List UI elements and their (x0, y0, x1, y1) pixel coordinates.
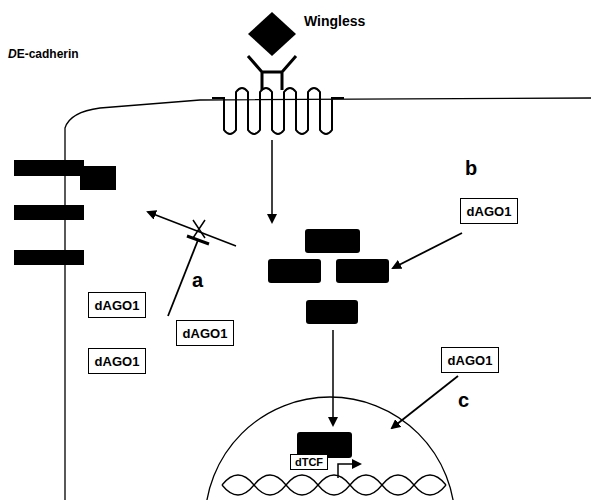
block-cross (193, 220, 205, 238)
protein-box: dAGO1 (460, 198, 518, 224)
nucleus (205, 397, 455, 500)
pathway-letter: a (192, 270, 203, 290)
protein-box: dAGO1 (88, 348, 146, 374)
armadillo-block (306, 300, 358, 324)
node-text: dAGO1 (183, 327, 228, 340)
node-text: dTCF (295, 457, 323, 468)
protein-box: dAGO1 (441, 347, 499, 373)
dna-strand (222, 475, 446, 495)
protein-box: dAGO1 (176, 320, 234, 346)
node-text: dAGO1 (95, 299, 140, 312)
wingless-ligand (248, 12, 296, 56)
transcription-arrow (338, 464, 360, 478)
arrow-b (393, 233, 462, 268)
frizzled-receptor (212, 88, 344, 134)
transcription-factor-box: dTCF (290, 454, 328, 470)
receptor-arms (248, 56, 296, 90)
ligand-label: Wingless (304, 14, 365, 28)
membrane-arrow (148, 212, 236, 246)
pathway-letter: b (465, 158, 477, 178)
signal-arrow (271, 140, 273, 222)
node-text: dAGO1 (448, 354, 493, 367)
pathway-letter: c (458, 390, 469, 410)
cadherin-label: DE-cadherin (8, 48, 79, 60)
nuclear-arrow (332, 330, 334, 425)
node-text: dAGO1 (467, 205, 512, 218)
cadherin-bar (14, 250, 84, 265)
armadillo-block (336, 259, 389, 283)
inhibition-bar (187, 236, 209, 244)
armadillo-block (268, 259, 321, 283)
cell-membrane (65, 98, 591, 500)
cadherin-bar (14, 205, 84, 220)
protein-box: dAGO1 (88, 292, 146, 318)
armadillo-block (305, 229, 360, 253)
armadillo-block (80, 166, 116, 190)
cadherin-bar (14, 160, 84, 176)
dna-strand (222, 475, 446, 495)
node-text: dAGO1 (95, 355, 140, 368)
